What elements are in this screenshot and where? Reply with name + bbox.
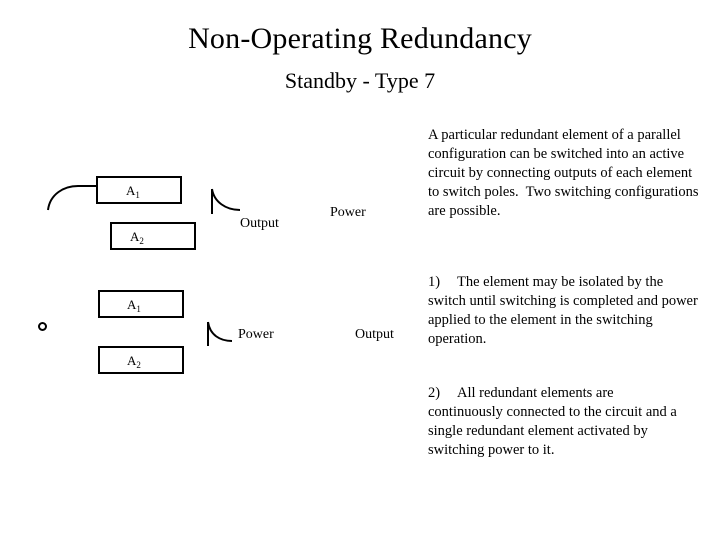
block-a1-label: A1 [126,183,140,200]
lower-output-wire [0,360,42,362]
lower-switch-pole-icon [207,321,233,346]
description-paragraph-1: A particular redundant element of a para… [428,127,703,219]
lower-input-wire [0,166,40,168]
upper-loop-bottom-wire [0,138,162,140]
description-paragraph-3: 2) All redundant elements are continuous… [428,385,681,458]
lower-loop-left-top-wire [0,338,2,348]
lower-loop-left-bottom-wire [0,348,2,360]
lower-power-label: Power [238,327,274,342]
lower-block-a1-label: A1 [127,297,141,314]
block-a2 [110,222,196,250]
lower-block-a1 [98,290,184,318]
upper-loop-left-top-wire [0,140,2,152]
block-a2-label: A2 [130,229,144,246]
lower-output-label: Output [355,327,394,342]
lower-switch-diagram: A1 A2 Power Output [0,166,720,374]
upper-loop-left-bottom-wire [0,152,2,164]
lower-left-bus-wire [0,168,2,232]
upper-output-label: Output [240,216,279,231]
upper-power-label: Power [330,205,366,220]
lower-loop-right-wire [0,242,2,336]
lower-block-a2-label: A2 [127,353,141,370]
left-switch-arm-icon [47,185,100,211]
page-title: Non-Operating Redundancy [188,22,532,55]
block-a1 [96,176,182,204]
description-paragraph-2: 1) The element may be isolated by the sw… [428,274,702,347]
input-terminal-dot [38,322,47,331]
page-subtitle: Standby - Type 7 [284,68,436,93]
upper-switch-diagram: A1 A2 Output Power [0,0,720,250]
lower-loop-bottom-wire [0,336,172,338]
lower-block-a2 [98,346,184,374]
upper-switch-pole-icon [211,188,241,214]
